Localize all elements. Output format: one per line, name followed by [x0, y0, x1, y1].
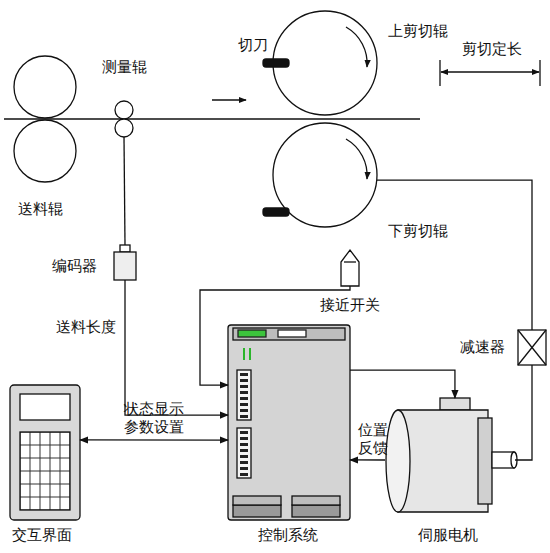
terminal-pin — [240, 431, 248, 434]
reducer: 减速器 — [518, 330, 546, 365]
part-label: 控制系统 — [258, 526, 318, 544]
controller-connector — [233, 496, 281, 505]
part-label: 接近开关 — [320, 296, 380, 314]
signal-label: 位置 反馈 — [356, 421, 391, 457]
upper-cutting-roller: 上剪切辊 — [273, 11, 377, 115]
knife — [263, 208, 289, 216]
controller-housing — [228, 325, 350, 520]
terminal-pin — [240, 473, 248, 476]
motor-flange — [478, 418, 492, 504]
reducer-box — [518, 330, 546, 365]
dimension-label: 剪切定长 — [462, 40, 522, 58]
knife — [263, 59, 289, 67]
terminal-pin — [240, 385, 248, 388]
servo-motor: 伺服电机 — [385, 398, 515, 515]
terminal-pin — [240, 415, 248, 418]
encoder: 编码器 — [114, 245, 136, 280]
terminal-screen — [20, 394, 70, 420]
proximity-switch: 接近开关 — [341, 250, 359, 286]
rotation-arrow — [346, 139, 367, 179]
material-strip — [4, 118, 420, 119]
part-label: 编码器 — [52, 257, 97, 275]
part-label: 测量辊 — [102, 58, 147, 76]
dimension-tick — [439, 60, 440, 86]
connector-line — [350, 459, 385, 460]
signal-label: 送料长度 — [56, 318, 116, 336]
connector-line — [377, 180, 532, 330]
measuring-roller — [115, 119, 133, 137]
controller-foot — [233, 505, 281, 517]
part-label: 上剪切辊 — [388, 22, 448, 40]
interaction-interface: 交互界面 — [10, 385, 80, 520]
encoder-shaft — [120, 245, 130, 252]
indicator — [243, 348, 245, 360]
status-led — [238, 330, 266, 337]
feed-roller — [14, 120, 76, 182]
dimension-tick — [539, 60, 540, 86]
motor-rear — [386, 410, 410, 512]
rotation-arrow — [346, 27, 367, 67]
terminal-pin — [240, 443, 248, 446]
signal-label: 状态显示 参数设置 — [122, 400, 187, 436]
part-label: 送料辊 — [18, 200, 63, 218]
knife-label: 切刀 — [238, 36, 268, 54]
connector-line — [125, 280, 228, 415]
keypad — [20, 432, 70, 510]
terminal-pin — [240, 467, 248, 470]
connector-line — [515, 365, 532, 460]
terminal-housing — [10, 385, 80, 520]
part-label: 下剪切辊 — [388, 222, 448, 240]
dimension-line — [441, 71, 539, 72]
terminal-pin — [240, 373, 248, 376]
terminal-pin — [240, 391, 248, 394]
terminal-pin — [240, 437, 248, 440]
terminal-block — [237, 370, 251, 420]
connector-line — [350, 370, 455, 398]
lower-cutting-roller: 下剪切辊 — [273, 123, 377, 227]
motor-body — [398, 410, 488, 512]
control-system: 控制系统 — [228, 325, 350, 520]
indicator — [249, 348, 251, 360]
part-label: 伺服电机 — [418, 526, 478, 544]
terminal-pin — [240, 403, 248, 406]
terminal-pin — [240, 379, 248, 382]
part-label: 交互界面 — [12, 526, 72, 544]
terminal-pin — [240, 397, 248, 400]
display-window — [278, 330, 306, 337]
terminal-pin — [240, 409, 248, 412]
connector-line — [80, 439, 228, 440]
terminal-block — [237, 428, 251, 478]
terminal-pin — [240, 455, 248, 458]
part-label: 减速器 — [460, 338, 505, 356]
measuring-roller — [115, 101, 133, 119]
motor-terminal-box — [440, 398, 470, 410]
feed-direction-arrow — [212, 99, 246, 100]
encoder-body — [114, 252, 136, 280]
terminal-pin — [240, 461, 248, 464]
reducer-cross — [518, 330, 546, 365]
connector-line — [124, 137, 125, 245]
feed-roller-pair: 送料辊 — [14, 56, 76, 182]
measuring-roller-pair: 测量辊 — [115, 101, 133, 137]
feed-roller — [14, 56, 76, 118]
controller-connector — [292, 496, 340, 505]
proximity-switch-detail — [344, 261, 356, 262]
terminal-pin — [240, 449, 248, 452]
controller-foot — [292, 505, 340, 517]
proximity-switch — [341, 250, 359, 286]
controller-top — [233, 328, 345, 340]
reducer-cross — [518, 330, 546, 365]
